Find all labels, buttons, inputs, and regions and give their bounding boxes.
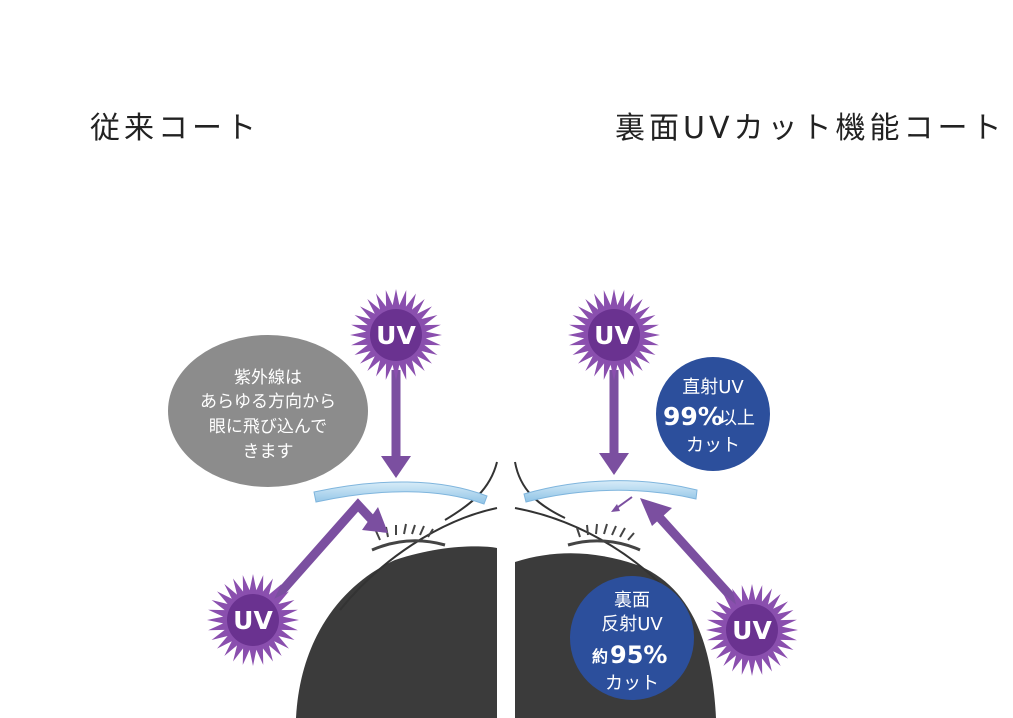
left-side-uv-arrow: [261, 498, 376, 613]
direct-uv-cut-label: カット: [686, 435, 740, 456]
right-direct-uv-arrowhead: [599, 453, 629, 475]
left-bubble-line-4: きます: [243, 442, 294, 462]
left-top-uv-burst: UV: [350, 289, 442, 381]
left-head-hair: [296, 546, 497, 718]
right-panel: UV UV 直射UV 99% 以上 カット 裏面 反射UV 約 95% カット: [514, 289, 798, 718]
uv-label: UV: [594, 321, 634, 350]
right-reflected-uv-arrow: [656, 514, 749, 616]
left-panel: UV UV 紫外線は あらゆる方向から 眼に飛び込んで きます: [168, 289, 498, 718]
back-label: 裏面: [614, 590, 650, 611]
right-lens: [523, 480, 698, 503]
direct-uv-percent: 99%: [663, 402, 723, 431]
direct-uv-more-than: 以上: [719, 408, 755, 429]
left-head-outline: [339, 507, 498, 611]
uv-label: UV: [376, 321, 416, 350]
title-uv-cut-coat: 裏面UVカット機能コート: [615, 111, 1006, 146]
uv-label: UV: [233, 606, 273, 635]
title-conventional-coat: 従来コート: [90, 111, 260, 146]
direct-uv-label: 直射UV: [682, 377, 744, 398]
reflected-uv-percent: 95%: [610, 641, 667, 669]
left-bottom-uv-burst: UV: [207, 574, 299, 666]
left-direct-uv-arrowhead: [381, 456, 411, 478]
right-small-reflected-ray-head: [611, 504, 620, 512]
left-info-bubble: 紫外線は あらゆる方向から 眼に飛び込んで きます: [168, 335, 368, 487]
right-reflected-uv-arrowhead: [640, 498, 672, 526]
right-top-info-bubble: 直射UV 99% 以上 カット: [656, 357, 770, 471]
reflected-uv-cut-label: カット: [605, 673, 659, 694]
uv-label: UV: [732, 616, 772, 645]
left-bubble-line-1: 紫外線は: [234, 368, 302, 388]
left-bubble-line-2: あらゆる方向から: [200, 392, 336, 412]
reflected-uv-label: 反射UV: [601, 614, 663, 635]
left-bubble-line-3: 眼に飛び込んで: [209, 417, 327, 437]
reflected-uv-approx: 約: [592, 647, 608, 666]
left-side-uv-arrowhead: [362, 507, 388, 533]
left-lens: [313, 481, 488, 505]
right-bottom-info-bubble: 裏面 反射UV 約 95% カット: [570, 576, 694, 700]
right-bottom-uv-burst: UV: [706, 584, 798, 676]
right-top-uv-burst: UV: [568, 289, 660, 381]
right-eye: [567, 523, 641, 552]
